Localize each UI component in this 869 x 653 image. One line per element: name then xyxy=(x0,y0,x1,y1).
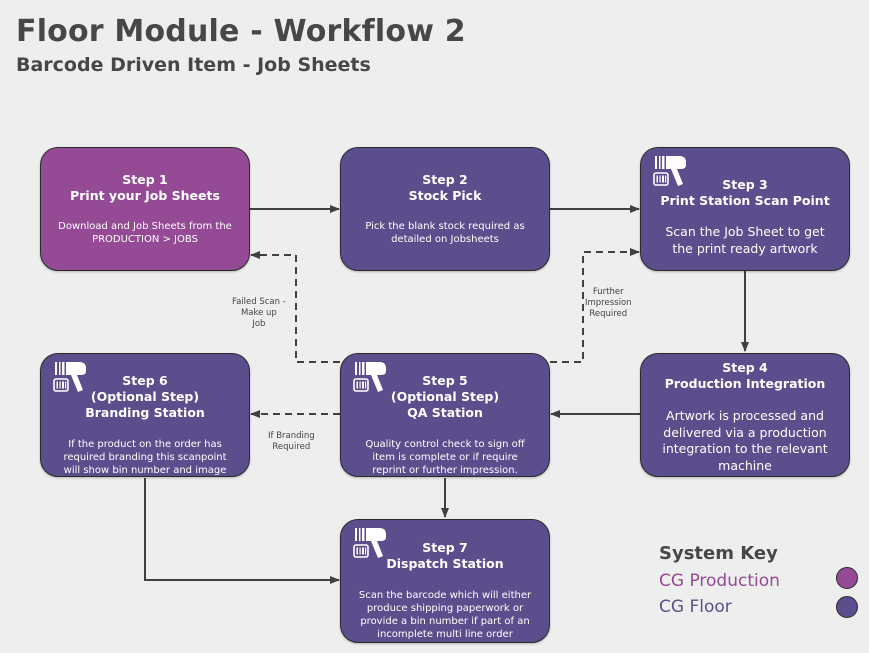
key-label-production: CG Production xyxy=(659,571,780,591)
step-5-optional: (Optional Step) xyxy=(390,389,500,404)
step-7-description: Scan the barcode which will either produ… xyxy=(358,590,532,640)
step-6-node: Step 6 (Optional Step) Branding Station … xyxy=(40,353,250,477)
step-7-title: Dispatch Station xyxy=(386,556,504,571)
step-1-node: Step 1 Print your Job Sheets Download an… xyxy=(40,147,250,271)
barcode-scanner-icon xyxy=(353,528,386,558)
step-2-number: Step 2 xyxy=(422,172,468,187)
step-2-node: Step 2 Stock Pick Pick the blank stock r… xyxy=(340,147,550,271)
step-5-number: Step 5 xyxy=(422,373,468,388)
if-branding-label: If Branding Required xyxy=(268,431,315,452)
further-impression-label: Further Impression Required xyxy=(585,287,632,319)
barcode-scanner-icon xyxy=(53,362,86,392)
step-5-node: Step 5 (Optional Step) QA Station Qualit… xyxy=(340,353,550,477)
step-7-number: Step 7 xyxy=(422,540,468,555)
step-6-number: Step 6 xyxy=(122,373,168,388)
step-5-title: QA Station xyxy=(407,405,483,420)
system-key-title: System Key xyxy=(659,543,778,564)
step-7-node: Step 7 Dispatch Station Scan the barcode… xyxy=(340,519,550,643)
page-subtitle: Barcode Driven Item - Job Sheets xyxy=(16,54,371,76)
step-3-title: Print Station Scan Point xyxy=(660,193,830,208)
connector-step6-step7 xyxy=(144,478,340,584)
step-3-description: Scan the Job Sheet to get the print read… xyxy=(665,224,825,256)
step-4-title: Production Integration xyxy=(664,376,826,391)
step-4-node: Step 4 Production Integration Artwork is… xyxy=(640,353,850,477)
step-1-title: Print your Job Sheets xyxy=(70,188,220,203)
key-label-floor: CG Floor xyxy=(659,597,732,617)
barcode-scanner-icon xyxy=(653,156,686,186)
connector-failed-scan xyxy=(250,251,340,363)
step-1-number: Step 1 xyxy=(122,172,168,187)
step-4-description: Artwork is processed and delivered via a… xyxy=(662,408,828,473)
step-3-node: Step 3 Print Station Scan Point Scan the… xyxy=(640,147,850,271)
step-4-number: Step 4 xyxy=(722,360,768,375)
step-6-optional: (Optional Step) xyxy=(90,389,200,404)
step-2-title: Stock Pick xyxy=(408,188,482,203)
step-3-number: Step 3 xyxy=(722,177,768,192)
connector-further-impression xyxy=(550,248,640,363)
barcode-scanner-icon xyxy=(353,362,386,392)
step-2-description: Pick the blank stock required as detaile… xyxy=(365,221,525,245)
step-6-title: Branding Station xyxy=(85,405,205,420)
key-swatch-floor xyxy=(836,596,858,618)
step-5-description: Quality control check to sign off item i… xyxy=(365,439,525,476)
step-1-description: Download and Job Sheets from the PRODUCT… xyxy=(58,221,232,245)
failed-scan-label: Failed Scan - Make up Job xyxy=(232,297,286,329)
step-6-description: If the product on the order has required… xyxy=(63,439,227,476)
key-swatch-production xyxy=(836,567,858,589)
page-title: Floor Module - Workflow 2 xyxy=(16,14,466,49)
